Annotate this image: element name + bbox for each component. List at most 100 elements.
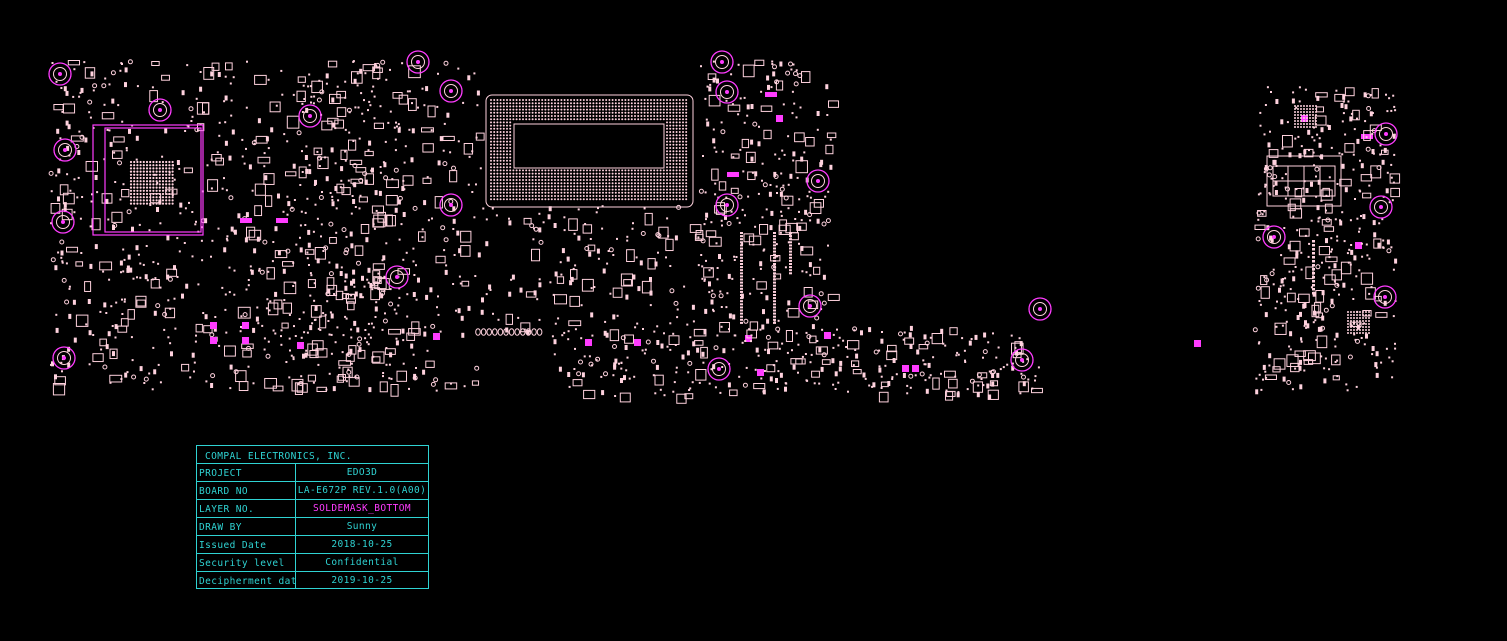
cpu-ball	[598, 118, 601, 121]
pin-column-pad	[773, 232, 776, 234]
center-right-component	[711, 168, 719, 181]
cpu-ball	[490, 182, 492, 185]
cpu-ball	[509, 179, 512, 181]
center-left-pad	[400, 223, 403, 226]
lower-strip-pad	[686, 350, 690, 356]
cpu-ball	[678, 175, 681, 178]
center-mid-via	[608, 247, 614, 253]
cpu-ball	[576, 115, 579, 117]
left-component	[242, 349, 252, 358]
cpu-ball	[602, 191, 604, 194]
right-pad	[1275, 325, 1278, 328]
bga-left-ball	[139, 164, 142, 167]
cpu-ball	[528, 179, 531, 181]
cpu-ball	[614, 105, 617, 108]
cpu-ball	[682, 198, 684, 201]
pin-column-pad	[773, 256, 776, 259]
center-left-component	[460, 230, 472, 243]
left-component	[113, 136, 125, 143]
left-component	[75, 314, 89, 327]
right-pad	[1316, 95, 1320, 101]
cpu-ball	[682, 108, 684, 111]
right-component	[1363, 130, 1371, 141]
left-pad	[275, 104, 278, 107]
cpu-ball	[544, 105, 547, 108]
cpu-ball	[659, 102, 662, 105]
left-pad	[191, 352, 195, 358]
center-left-pad	[385, 347, 388, 349]
cpu-ball	[666, 124, 668, 127]
cpu-ball	[493, 105, 496, 108]
cpu-ball	[682, 195, 684, 197]
cpu-ball	[502, 121, 505, 124]
left-component	[66, 246, 79, 253]
center-right-pad	[768, 191, 772, 197]
cpu-ball	[682, 140, 684, 143]
center-right-pad	[721, 224, 723, 227]
cpu-ball	[672, 134, 675, 137]
cpu-ball	[675, 191, 678, 194]
cpu-ball	[627, 182, 630, 185]
cpu-ball	[682, 179, 684, 181]
cpu-ball	[598, 179, 601, 181]
ic-right-bottom-ball	[1356, 329, 1358, 331]
cpu-ball	[531, 182, 534, 185]
center-left-pad	[446, 112, 450, 118]
cpu-ball	[534, 111, 537, 114]
right-pad	[1333, 263, 1337, 269]
cpu-ball	[592, 179, 595, 181]
center-left-pad	[475, 136, 478, 139]
cpu-ball	[547, 99, 550, 101]
lower-strip-pad	[701, 351, 705, 357]
right-via	[1347, 354, 1353, 360]
cpu-ball	[672, 118, 675, 121]
cpu-ball	[614, 175, 617, 178]
cpu-ball	[669, 150, 672, 153]
ic-right-bottom-ball	[1365, 311, 1367, 313]
center-right-via	[710, 293, 716, 299]
cpu-ball	[656, 188, 659, 191]
right-pad	[1288, 345, 1291, 348]
cpu-ball	[490, 108, 492, 111]
center-mid-pad	[639, 260, 643, 266]
left-pad	[300, 210, 303, 213]
cpu-ball	[557, 111, 560, 114]
cpu-ball	[509, 108, 512, 111]
center-mid-pad	[590, 312, 594, 318]
cpu-ball	[646, 118, 649, 121]
connector-pin	[497, 328, 504, 336]
cpu-ball	[582, 108, 585, 111]
cpu-ball	[621, 99, 624, 101]
right-pad	[1342, 94, 1346, 100]
cpu-ball	[621, 111, 624, 114]
bga-window-grid-right	[1272, 165, 1336, 197]
cpu-ball	[496, 150, 499, 153]
cpu-ball	[602, 99, 604, 101]
connector-pin	[492, 328, 498, 336]
lower-strip-via	[821, 352, 827, 358]
bga-left-ball	[142, 167, 145, 170]
bga-left-ball	[158, 186, 161, 189]
center-left-pad	[324, 156, 326, 159]
bga-left-ball	[142, 180, 145, 183]
right-pad	[1300, 268, 1303, 271]
bga-left-ball	[171, 199, 174, 202]
center-left-component	[327, 60, 338, 68]
left-pad	[239, 330, 242, 333]
cpu-ball	[643, 195, 646, 197]
center-left-pad	[406, 90, 409, 93]
right-pad	[1365, 333, 1368, 339]
cpu-ball	[682, 111, 684, 114]
left-pad	[223, 247, 227, 253]
center-left-pad	[406, 315, 409, 318]
lower-strip-pad	[832, 333, 835, 336]
cpu-ball	[499, 185, 502, 188]
cpu-ball	[672, 179, 675, 181]
left-pad	[280, 329, 283, 332]
cpu-ball	[650, 105, 652, 108]
left-pad	[115, 301, 118, 304]
mounting-holes	[48, 50, 1398, 381]
left-pad	[51, 62, 54, 64]
center-left-pad	[402, 362, 405, 365]
right-pad	[1294, 367, 1297, 370]
